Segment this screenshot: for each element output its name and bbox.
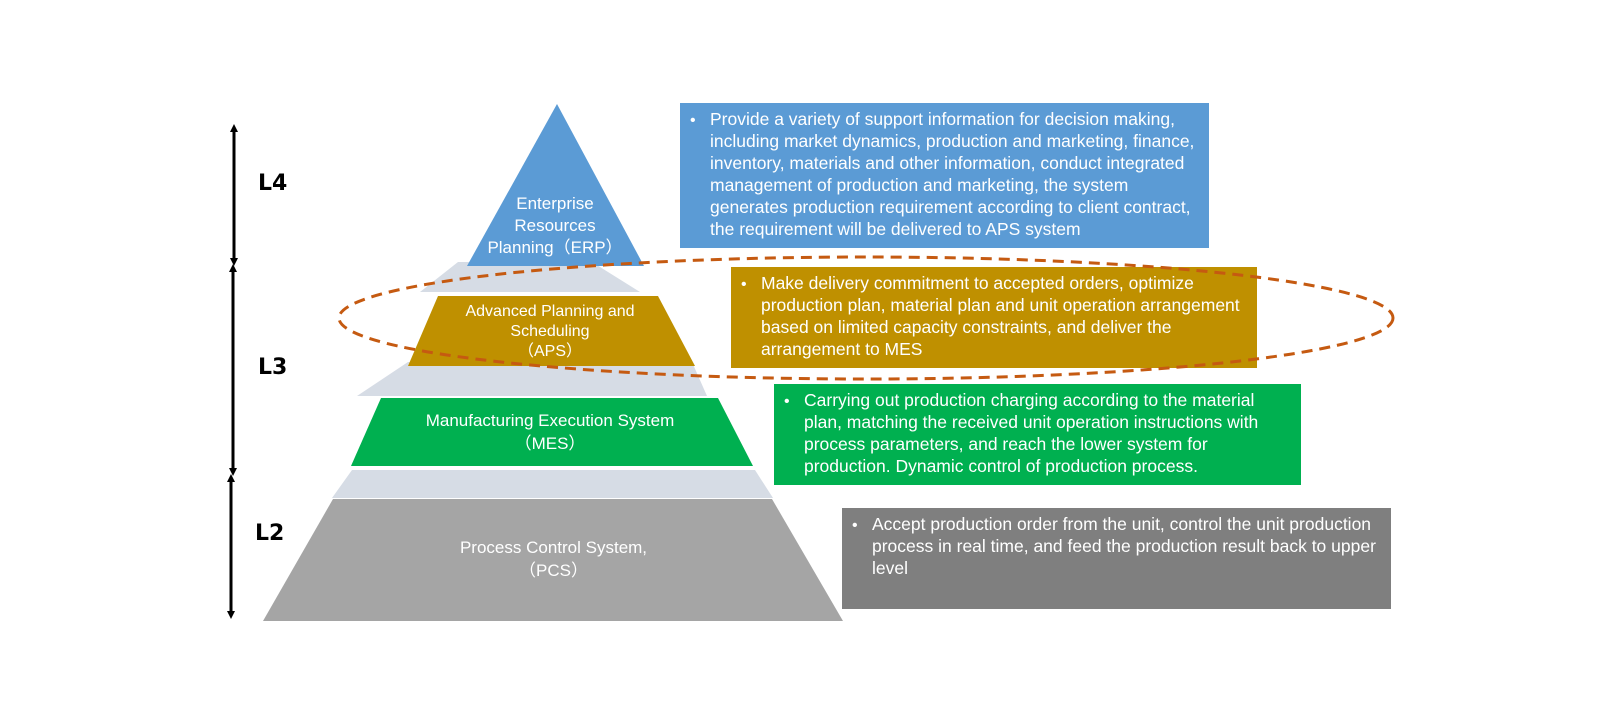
pcs-tier-label: Process Control System, （PCS） [459,538,648,580]
mes-tier-label: Manufacturing Execution System （MES） [425,411,675,453]
bullet-icon: • [852,517,858,534]
mes-description-box: • Carrying out production charging accor… [774,384,1301,485]
pcs-tier [263,499,843,621]
pcs-description: Accept production order from the unit, c… [872,514,1376,578]
pcs-description-box: • Accept production order from the unit,… [842,508,1391,609]
connector-erp-aps [420,262,640,292]
mes-tier [351,398,753,466]
aps-description-box: • Make delivery commitment to accepted o… [731,267,1257,368]
bullet-icon: • [690,112,696,129]
aps-tier-label: Advanced Planning and Scheduling （APS） [465,303,635,360]
level-l4-label: L4 [258,171,288,196]
erp-tier [467,104,644,266]
connector-mes-pcs [332,470,773,498]
mes-description: Carrying out production charging accordi… [804,390,1259,476]
aps-description: Make delivery commitment to accepted ord… [761,273,1240,359]
erp-tier-label: Enterprise Resources Planning（ERP） [487,194,623,258]
erp-description: Provide a variety of support information… [710,109,1195,239]
connector-aps-mes [357,362,707,396]
bullet-icon: • [784,393,790,410]
level-l3-label: L3 [258,355,288,380]
level-l2-label: L2 [255,521,285,546]
bullet-icon: • [741,276,747,293]
erp-description-box: • Provide a variety of support informati… [680,103,1209,248]
